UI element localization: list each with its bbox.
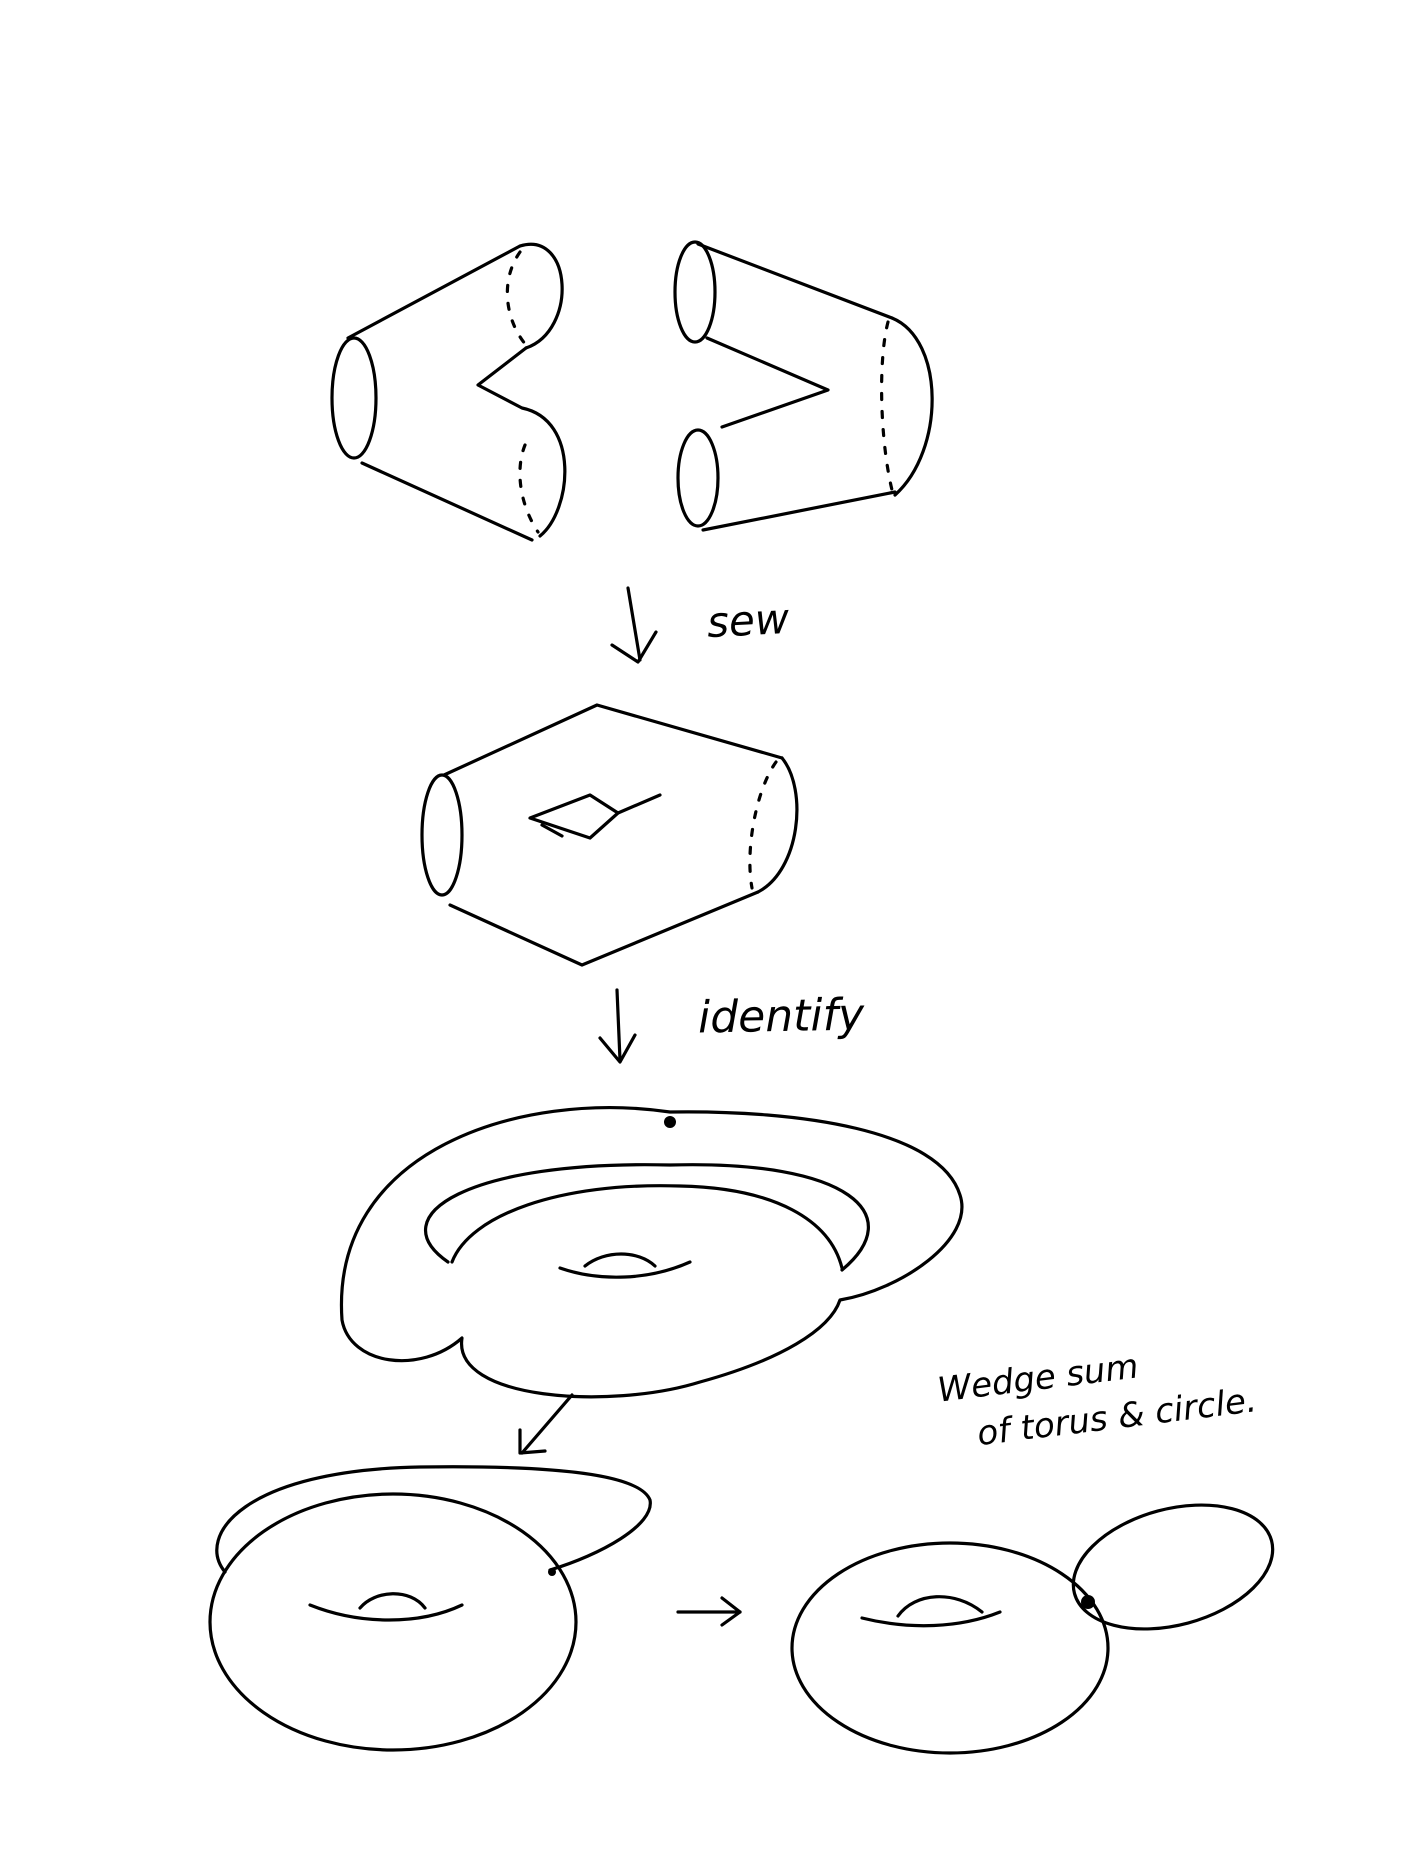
handle-loop xyxy=(215,1465,652,1574)
torus-outline xyxy=(208,1492,578,1752)
homotopy-arrow xyxy=(676,1596,742,1627)
wedge-point xyxy=(1081,1595,1095,1609)
sew-arrow-shaft xyxy=(626,586,642,662)
right-pants-lower-boundary-circle xyxy=(676,428,720,528)
left-pants-boundary-circle xyxy=(330,336,378,460)
deform-arrow-head xyxy=(518,1428,547,1455)
identify-label: identify xyxy=(697,989,865,1044)
sewn-surface-left-boundary xyxy=(420,773,464,897)
wedge-torus-outline xyxy=(790,1541,1110,1755)
left-pants-upper-cuff-back xyxy=(505,250,528,347)
torus-hole-bottom xyxy=(308,1603,464,1622)
left-pants-lower-cuff-back xyxy=(518,443,540,534)
left-pants-top-edge xyxy=(346,244,522,340)
identified-surface-hole-bottom xyxy=(558,1260,692,1279)
deform-arrow xyxy=(518,1393,574,1455)
sew-label: sew xyxy=(705,593,791,648)
right-pants-upper-boundary-circle xyxy=(673,240,717,344)
torus-with-handle xyxy=(208,1465,652,1752)
homotopy-arrow-head xyxy=(720,1596,742,1627)
sewn-surface-top-edge xyxy=(442,703,784,777)
wedge-circle xyxy=(1071,1503,1275,1631)
wedge-torus-hole-bottom xyxy=(860,1610,1002,1628)
deform-arrow-shaft xyxy=(520,1393,574,1455)
identified-surface xyxy=(339,1106,964,1399)
wedge-sum xyxy=(790,1503,1275,1755)
left-pants-upper-cuff xyxy=(518,242,564,350)
left-pants-crotch-edge xyxy=(476,346,567,538)
identify-arrow-shaft xyxy=(615,988,622,1062)
right-pants-top-edge xyxy=(696,242,894,320)
right-pants-right-cuff xyxy=(890,316,934,497)
sew-arrow xyxy=(610,586,658,664)
sewn-surface-hole-left-tail xyxy=(540,823,564,838)
sewn-surface-hole-right-tail xyxy=(616,793,662,815)
identified-surface-inner-handle-inner xyxy=(450,1184,844,1270)
sew-arrow-head xyxy=(610,630,658,664)
sewn-surface-bottom-edge xyxy=(448,890,760,967)
sewn-surface xyxy=(420,703,799,967)
identify-arrow-head xyxy=(598,1033,637,1064)
handle-attach-point xyxy=(548,1568,556,1576)
identified-surface-inner-handle-outer xyxy=(424,1163,870,1272)
sewn-surface-hole xyxy=(528,793,620,840)
right-pants xyxy=(673,240,934,532)
wedge-torus-hole-top xyxy=(896,1595,984,1618)
sewn-surface-right-cuff xyxy=(756,756,799,894)
identified-surface-hole-top xyxy=(583,1252,657,1268)
right-pants-bottom-edge xyxy=(701,490,897,532)
sewn-surface-right-cuff-back xyxy=(748,760,778,890)
torus-hole-top xyxy=(358,1592,427,1610)
right-pants-right-cuff-back xyxy=(879,320,894,492)
identified-surface-outline xyxy=(339,1106,964,1399)
left-pants-bottom-edge xyxy=(360,461,534,542)
identify-arrow xyxy=(598,988,637,1064)
identified-surface-wedge-point xyxy=(664,1116,676,1128)
left-pants xyxy=(330,242,567,542)
right-pants-crotch-edge xyxy=(705,336,830,429)
